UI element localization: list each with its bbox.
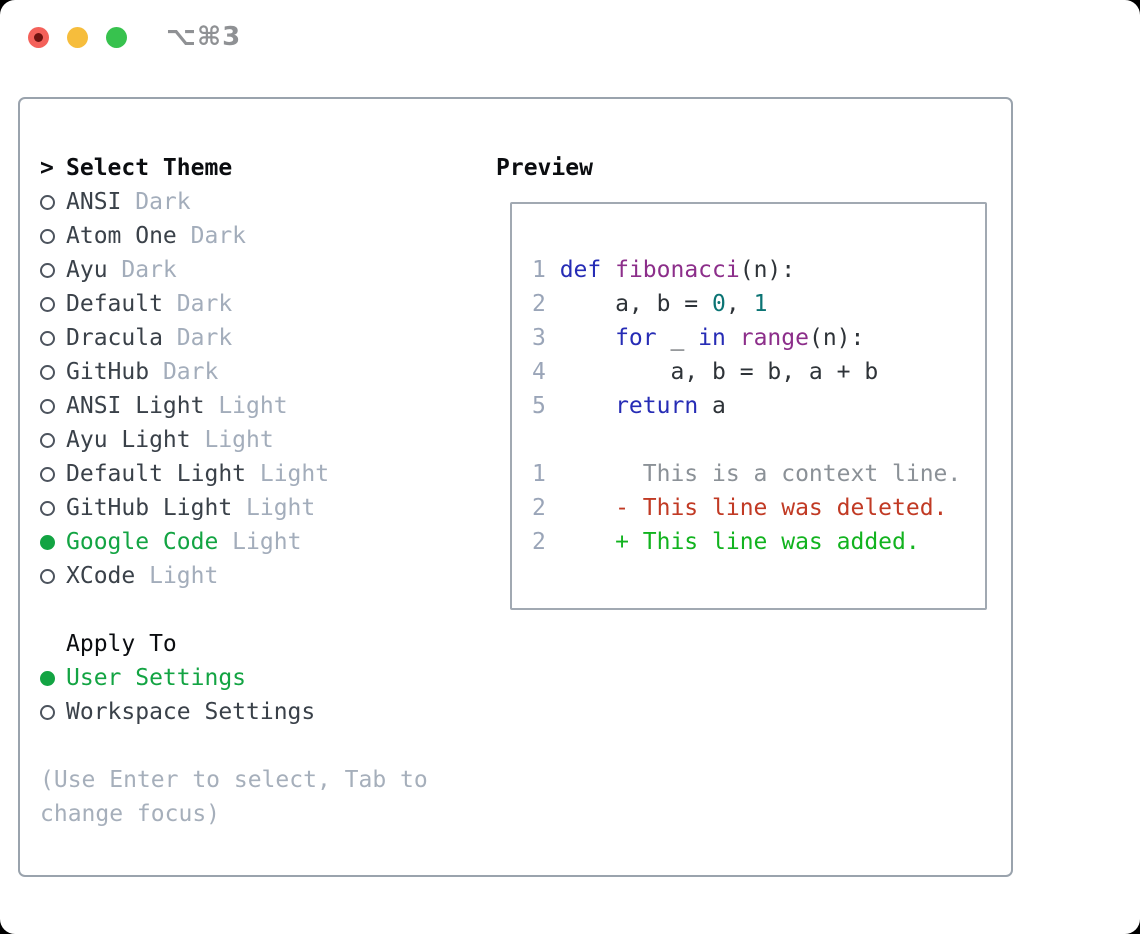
theme-name: Atom One — [66, 223, 177, 249]
titlebar: ⌥⌘3 — [0, 0, 1140, 74]
code-line-3: 3 for _ in range(n): — [532, 321, 971, 355]
radio-icon — [40, 330, 66, 346]
line-number: 1 — [532, 461, 546, 487]
window-title-shortcut: ⌥⌘3 — [166, 22, 242, 52]
line-number: 1 — [532, 257, 546, 283]
theme-variant: Dark — [176, 223, 247, 249]
code-line-2: 2 a, b = 0, 1 — [532, 287, 971, 321]
apply-to-header: Apply To — [40, 627, 428, 661]
radio-icon — [40, 466, 66, 482]
line-number: 2 — [532, 529, 546, 555]
blank-line — [532, 423, 971, 457]
help-line-1: (Use Enter to select, Tab to — [40, 767, 428, 793]
code-line-5: 5 return a — [532, 389, 971, 423]
theme-option-ayu[interactable]: Ayu Dark — [40, 253, 428, 287]
theme-option-xcode[interactable]: XCode Light — [40, 559, 428, 593]
theme-option-atom-one[interactable]: Atom One Dark — [40, 219, 428, 253]
theme-name: Ayu — [66, 257, 108, 283]
line-number: 2 — [532, 291, 546, 317]
apply-option-label: Workspace Settings — [66, 699, 316, 725]
radio-icon — [40, 534, 66, 550]
radio-icon — [40, 568, 66, 584]
help-line-2: change focus) — [40, 801, 221, 827]
theme-name: ANSI — [66, 189, 122, 215]
diff-line-context: 1 This is a context line. — [532, 457, 971, 491]
line-number: 4 — [532, 359, 546, 385]
diff-line-deleted: 2 - This line was deleted. — [532, 491, 971, 525]
theme-option-default-light[interactable]: Default Light Light — [40, 457, 428, 491]
theme-variant: Light — [190, 427, 274, 453]
apply-option-user-settings[interactable]: User Settings — [40, 661, 428, 695]
theme-variant: Light — [218, 529, 302, 555]
cursor-arrow-icon: > — [40, 155, 54, 181]
radio-icon — [40, 500, 66, 516]
minimize-button[interactable] — [67, 27, 88, 48]
theme-variant: Dark — [162, 291, 233, 317]
apply-option-label: User Settings — [66, 665, 247, 691]
theme-option-default[interactable]: Default Dark — [40, 287, 428, 321]
theme-option-dracula[interactable]: Dracula Dark — [40, 321, 428, 355]
theme-option-ayu-light[interactable]: Ayu Light Light — [40, 423, 428, 457]
line-number: 5 — [532, 393, 546, 419]
theme-variant: Light — [246, 461, 330, 487]
theme-name: GitHub — [66, 359, 150, 385]
radio-icon — [40, 262, 66, 278]
apply-to-title: Apply To — [66, 631, 177, 657]
close-button[interactable] — [28, 27, 49, 48]
radio-icon — [40, 432, 66, 448]
radio-icon — [40, 670, 66, 686]
zoom-button[interactable] — [106, 27, 127, 48]
diff-line-added: 2 + This line was added. — [532, 525, 971, 559]
theme-variant: Dark — [121, 189, 191, 215]
radio-icon — [40, 296, 66, 312]
traffic-lights — [28, 27, 127, 48]
theme-name: Default — [66, 291, 163, 317]
code-line-4: 4 a, b = b, a + b — [532, 355, 971, 389]
theme-variant: Dark — [162, 325, 233, 351]
theme-option-github-light[interactable]: GitHub Light Light — [40, 491, 428, 525]
theme-option-ansi[interactable]: ANSI Dark — [40, 185, 428, 219]
theme-variant: Dark — [107, 257, 177, 283]
radio-icon — [40, 364, 66, 380]
theme-name: Ayu Light — [66, 427, 191, 453]
unsaved-changes-dot-icon — [34, 33, 43, 42]
theme-option-github[interactable]: GitHub Dark — [40, 355, 428, 389]
theme-variant: Dark — [149, 359, 219, 385]
theme-name: ANSI Light — [66, 393, 205, 419]
theme-name: XCode — [66, 563, 136, 589]
select-theme-header: > Select Theme — [40, 151, 428, 185]
theme-variant: Light — [232, 495, 316, 521]
radio-icon — [40, 704, 66, 720]
preview-title: Preview — [496, 155, 593, 181]
line-number: 3 — [532, 325, 546, 351]
theme-variant: Light — [204, 393, 288, 419]
theme-name: Dracula — [66, 325, 163, 351]
theme-name: Default Light — [66, 461, 247, 487]
radio-icon — [40, 194, 66, 210]
line-number: 2 — [532, 495, 546, 521]
theme-name: Google Code — [66, 529, 219, 555]
theme-variant: Light — [135, 563, 219, 589]
theme-option-ansi-light[interactable]: ANSI Light Light — [40, 389, 428, 423]
radio-icon — [40, 228, 66, 244]
apply-option-workspace-settings[interactable]: Workspace Settings — [40, 695, 428, 729]
help-text: (Use Enter to select, Tab to change focu… — [40, 763, 428, 831]
select-theme-title: Select Theme — [66, 155, 233, 181]
theme-option-google-code[interactable]: Google Code Light — [40, 525, 428, 559]
radio-icon — [40, 398, 66, 414]
theme-name: GitHub Light — [66, 495, 233, 521]
